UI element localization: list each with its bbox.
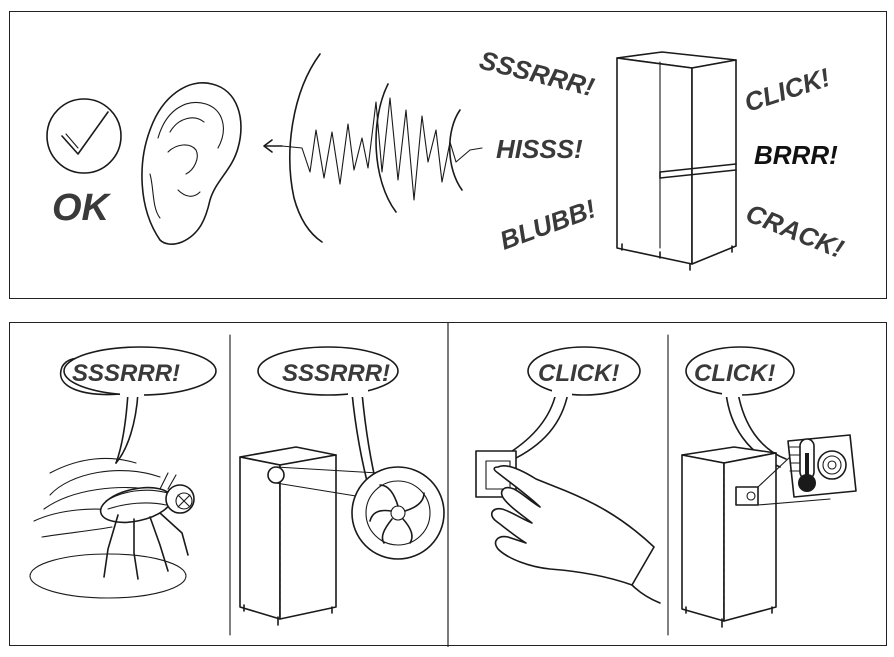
top-panel: OK SSSRRR! HISSS! BLUBB! CLICK! BRRR! CR… (9, 11, 887, 299)
switch-scene: CLICK! (476, 347, 660, 603)
switch-bubble-text: CLICK! (538, 360, 619, 387)
sound-sssrrr: SSSRRR! (477, 45, 598, 102)
checkmark-circle-icon (47, 99, 121, 173)
fly-scene: SSSRRR! (30, 347, 216, 598)
fly-icon (30, 458, 194, 598)
thermostat-icon (788, 435, 856, 497)
bottom-panel: SSSRRR! (9, 322, 887, 646)
sound-wave-icon (264, 54, 482, 242)
ear-icon (142, 83, 241, 244)
sound-click: CLICK! (741, 62, 834, 118)
fan-icon (352, 467, 444, 559)
top-illustration: OK SSSRRR! HISSS! BLUBB! CLICK! BRRR! CR… (10, 12, 888, 300)
thermostat-bubble-text: CLICK! (694, 360, 775, 387)
hand-icon (492, 466, 660, 603)
sound-blubb: BLUBB! (496, 193, 600, 255)
thermostat-fridge-scene: CLICK! (682, 347, 856, 627)
fridge-icon (617, 52, 736, 270)
sound-crack: CRACK! (742, 198, 849, 264)
sound-brrr: BRRR! (754, 140, 838, 170)
fan-bubble-text: SSSRRR! (282, 360, 390, 387)
ok-label: OK (52, 187, 112, 229)
fly-bubble-text: SSSRRR! (72, 360, 180, 387)
bottom-illustration: SSSRRR! (10, 323, 888, 647)
sound-hisss: HISSS! (496, 134, 583, 164)
fan-fridge-scene: SSSRRR! (240, 347, 444, 625)
